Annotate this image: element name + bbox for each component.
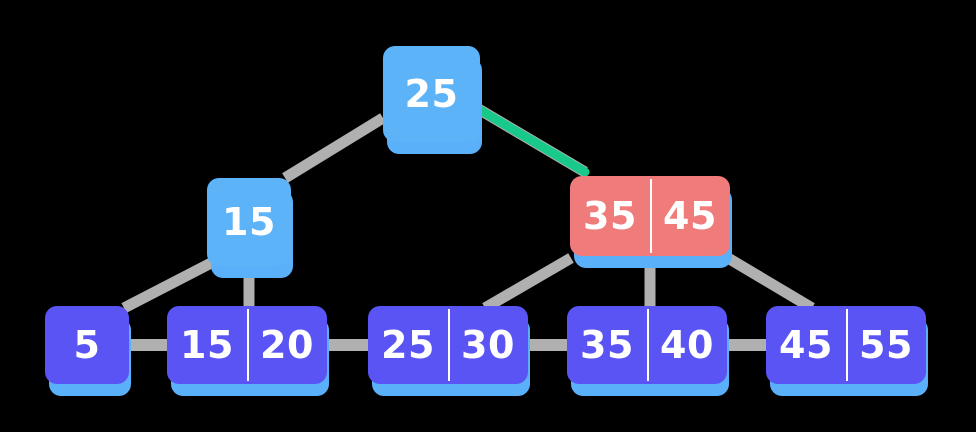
- node-key-cell[interactable]: 35: [583, 194, 637, 238]
- node-key-cell[interactable]: 55: [846, 306, 926, 384]
- node-key-cell[interactable]: 15: [222, 200, 276, 244]
- tree-node-leaf-3[interactable]: 25 30: [368, 306, 528, 384]
- tree-node-leaf-5[interactable]: 45 55: [766, 306, 926, 384]
- node-key-cell[interactable]: 25: [381, 323, 435, 367]
- node-key-cell[interactable]: 45: [650, 176, 730, 256]
- node-key-cell[interactable]: 45: [779, 323, 833, 367]
- node-key-cell[interactable]: 35: [580, 323, 634, 367]
- tree-node-internal-left[interactable]: 15: [207, 178, 291, 266]
- tree-node-internal-right[interactable]: 35 45: [570, 176, 730, 256]
- node-key-cell[interactable]: 5: [73, 323, 101, 367]
- node-key-cell[interactable]: 15: [180, 323, 234, 367]
- node-key-cell[interactable]: 20: [247, 306, 327, 384]
- node-key-cell[interactable]: 25: [404, 72, 459, 116]
- tree-node-root[interactable]: 25: [383, 46, 480, 142]
- tree-node-leaf-4[interactable]: 35 40: [567, 306, 727, 384]
- tree-node-leaf-1[interactable]: 5: [45, 306, 129, 384]
- node-key-cell[interactable]: 40: [647, 306, 727, 384]
- node-key-cell[interactable]: 30: [448, 306, 528, 384]
